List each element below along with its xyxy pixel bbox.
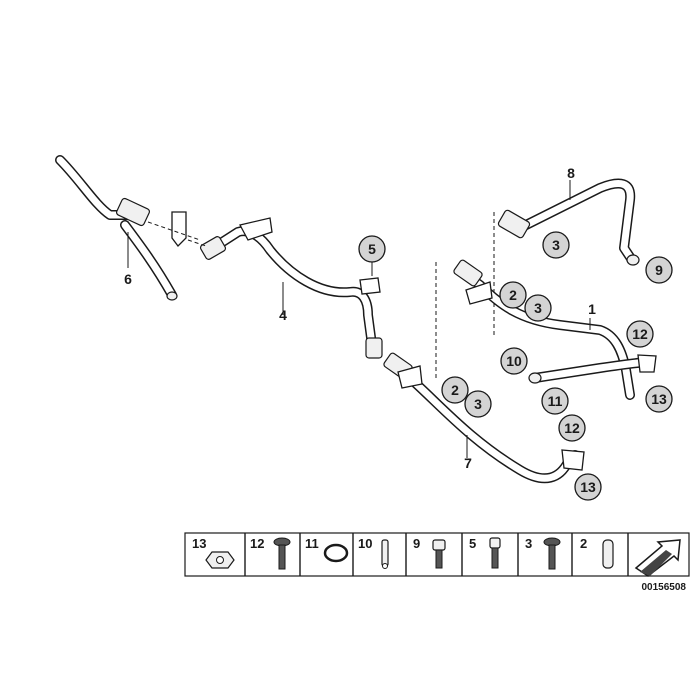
pipe-1[interactable] [435, 259, 657, 400]
svg-text:10: 10 [358, 536, 372, 551]
callout-3-upper[interactable]: 3 [524, 294, 552, 322]
legend-item-5[interactable]: 5 [469, 536, 501, 569]
pin-icon [381, 539, 389, 567]
callout-3-lower[interactable]: 3 [464, 390, 492, 418]
svg-text:13: 13 [192, 536, 206, 551]
callout-2-lower[interactable]: 2 [441, 376, 469, 404]
callout-10[interactable]: 10 [500, 347, 528, 375]
callout-1: 1 [588, 301, 596, 317]
svg-text:9: 9 [413, 536, 420, 551]
svg-text:13: 13 [580, 479, 596, 495]
pipe-8[interactable] [493, 178, 640, 335]
arrow-icon [634, 539, 681, 577]
sleeve-icon [602, 539, 614, 569]
callout-12-upper[interactable]: 12 [626, 320, 654, 348]
parts-legend: 13 12 11 10 9 5 [184, 532, 690, 577]
callout-13-upper[interactable]: 13 [645, 385, 673, 413]
callout-11[interactable]: 11 [541, 387, 569, 415]
svg-text:5: 5 [368, 241, 376, 257]
legend-item-10[interactable]: 10 [358, 536, 389, 569]
callout-9[interactable]: 9 [645, 256, 673, 284]
cap-screw-icon [489, 537, 501, 549]
svg-text:12: 12 [632, 326, 648, 342]
pipe-6[interactable] [55, 155, 201, 301]
callout-8: 8 [567, 165, 575, 181]
legend-item-3[interactable]: 3 [525, 536, 561, 570]
pipe-4[interactable] [187, 217, 383, 359]
callout-7: 7 [464, 455, 472, 471]
callout-13-lower[interactable]: 13 [574, 473, 602, 501]
callout-6: 6 [124, 271, 132, 287]
circlip-icon [323, 543, 349, 563]
callout-4: 4 [279, 307, 287, 323]
svg-text:3: 3 [474, 396, 482, 412]
svg-text:9: 9 [655, 262, 663, 278]
svg-text:11: 11 [548, 393, 563, 409]
svg-text:11: 11 [305, 536, 319, 551]
callout-5[interactable]: 5 [358, 235, 386, 263]
callout-12-lower[interactable]: 12 [558, 414, 586, 442]
legend-item-13[interactable]: 13 [192, 536, 235, 569]
socket-screw-icon [432, 539, 446, 551]
svg-text:5: 5 [469, 536, 476, 551]
pipe-7[interactable] [383, 352, 585, 484]
callout-2-upper[interactable]: 2 [499, 281, 527, 309]
legend-item-2[interactable]: 2 [580, 536, 614, 569]
legend-item-9[interactable]: 9 [413, 536, 446, 569]
svg-text:3: 3 [552, 237, 560, 253]
svg-text:12: 12 [250, 536, 264, 551]
legend-item-12[interactable]: 12 [250, 536, 291, 570]
diagram-reference-number: 00156508 [642, 582, 687, 593]
svg-text:12: 12 [564, 420, 580, 436]
callout-3-top[interactable]: 3 [542, 231, 570, 259]
svg-text:3: 3 [525, 536, 532, 551]
svg-text:3: 3 [534, 300, 542, 316]
svg-text:2: 2 [451, 382, 459, 398]
svg-text:2: 2 [580, 536, 587, 551]
svg-text:2: 2 [509, 287, 517, 303]
svg-text:13: 13 [651, 391, 667, 407]
svg-text:10: 10 [506, 353, 522, 369]
legend-item-11[interactable]: 11 [305, 536, 349, 563]
